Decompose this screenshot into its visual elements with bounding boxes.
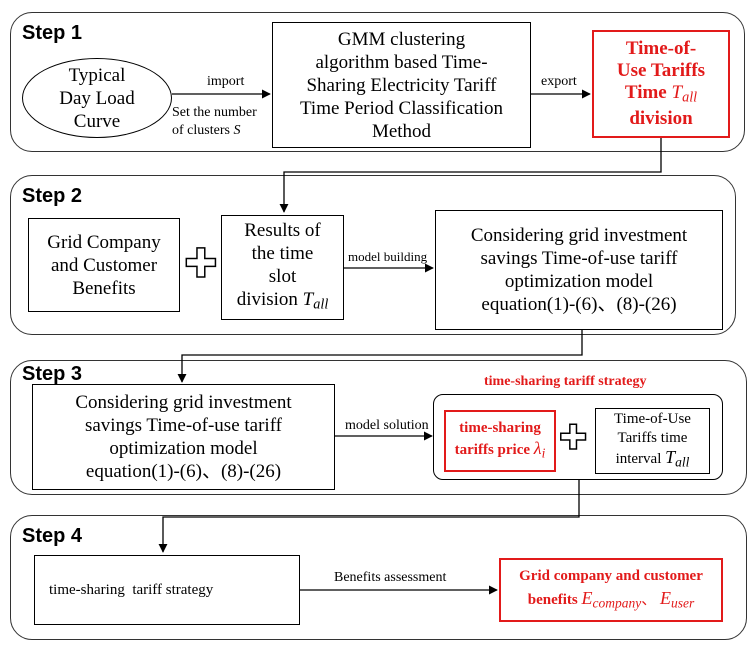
step1-to-step2-connector bbox=[279, 138, 662, 213]
step1-label: Step 1 bbox=[22, 22, 83, 44]
tou-time-division-box: Time-of- Use Tariffs Time Tall division bbox=[592, 30, 730, 138]
model-solution-label: model solution bbox=[345, 418, 429, 433]
time-sharing-tariff-strategy-box: time-sharing tariff strategy bbox=[34, 555, 300, 625]
step3-to-step4-connector bbox=[158, 480, 580, 553]
benefits-assessment-label: Benefits assessment bbox=[334, 570, 447, 585]
tou-tariffs-time-interval-box: Time-of-Use Tariffs time interval Tall bbox=[595, 408, 710, 474]
clusters-label: Set the number of clusters S bbox=[172, 105, 257, 138]
plus-icon: ✚ bbox=[558, 418, 588, 458]
grid-company-customer-benefits-result-box: Grid company and customer benefits Ecomp… bbox=[499, 558, 723, 622]
optimization-model-box-step2: Considering grid investment savings Time… bbox=[435, 210, 723, 330]
tariff-strategy-group bbox=[433, 394, 723, 480]
time-slot-division-results-box: Results of the time slot division Tall bbox=[221, 215, 344, 320]
gmm-clustering-method-box: GMM clustering algorithm based Time- Sha… bbox=[272, 22, 531, 148]
model-building-label: model building bbox=[348, 249, 428, 264]
step3-panel bbox=[10, 360, 747, 495]
step2-label: Step 2 bbox=[22, 185, 83, 207]
step2-to-step3-connector bbox=[177, 330, 583, 383]
optimization-model-box-step3: Considering grid investment savings Time… bbox=[32, 384, 335, 490]
plus-icon: ✚ bbox=[183, 241, 218, 287]
typical-day-load-curve-node: Typical Day Load Curve bbox=[22, 58, 172, 138]
step4-label: Step 4 bbox=[22, 525, 83, 547]
step1-panel bbox=[10, 12, 745, 152]
import-label: import bbox=[207, 74, 245, 89]
step3-label: Step 3 bbox=[22, 363, 83, 385]
grid-company-customer-benefits-box: Grid Company and Customer Benefits bbox=[28, 218, 180, 312]
step4-panel bbox=[10, 515, 747, 640]
export-label: export bbox=[541, 74, 577, 89]
time-sharing-tariffs-price-box: time-sharing tariffs price λi bbox=[444, 410, 556, 472]
time-sharing-tariff-strategy-title: time-sharing tariff strategy bbox=[484, 374, 647, 389]
step2-panel bbox=[10, 175, 736, 335]
